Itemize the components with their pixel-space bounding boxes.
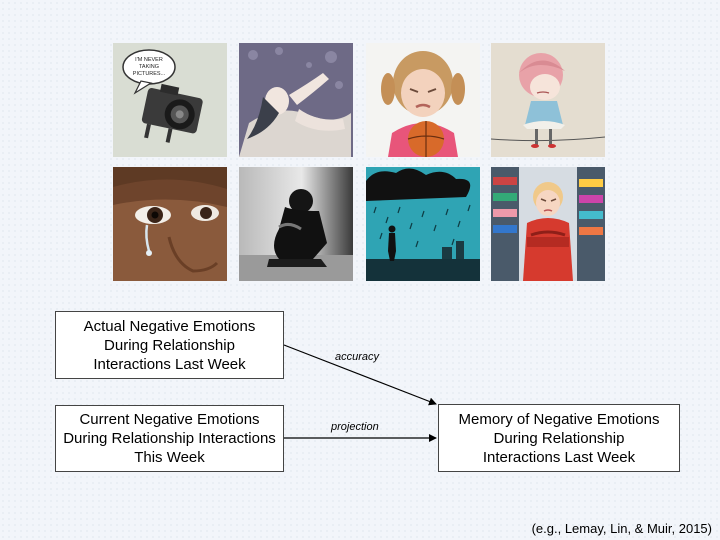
box-current-text: Current Negative Emotions During Relatio… [63,411,276,466]
box-actual-text: Actual Negative Emotions During Relation… [83,317,256,373]
projection-label: projection [331,421,379,433]
accuracy-arrow [283,344,437,406]
photo-pouting-girl-basketball [366,43,480,157]
speech-bubble-text: I'M NEVER [135,57,163,63]
citation: (e.g., Lemay, Lin, & Muir, 2015) [531,521,712,536]
photo-sitting-woman-bw [239,167,353,281]
svg-text:TAKING: TAKING [139,64,159,70]
photo-sad-cartoon-girl [491,43,605,157]
box-current-negative-emotions: Current Negative Emotions During Relatio… [55,405,284,472]
box-memory-negative-emotions: Memory of Negative Emotions During Relat… [438,404,680,472]
photo-angry-boy-store [491,167,605,281]
box-actual-negative-emotions: Actual Negative Emotions During Relation… [55,311,284,379]
accuracy-label: accuracy [335,351,380,363]
photo-cartoon-camera: I'M NEVER TAKING PICTURES... [113,43,227,157]
photo-rain-cloud-person [366,167,480,281]
svg-text:PICTURES...: PICTURES... [133,71,166,77]
photo-woman-illustration [239,43,353,157]
box-memory-text: Memory of Negative Emotions During Relat… [458,410,660,466]
photo-crying-eye [113,167,227,281]
